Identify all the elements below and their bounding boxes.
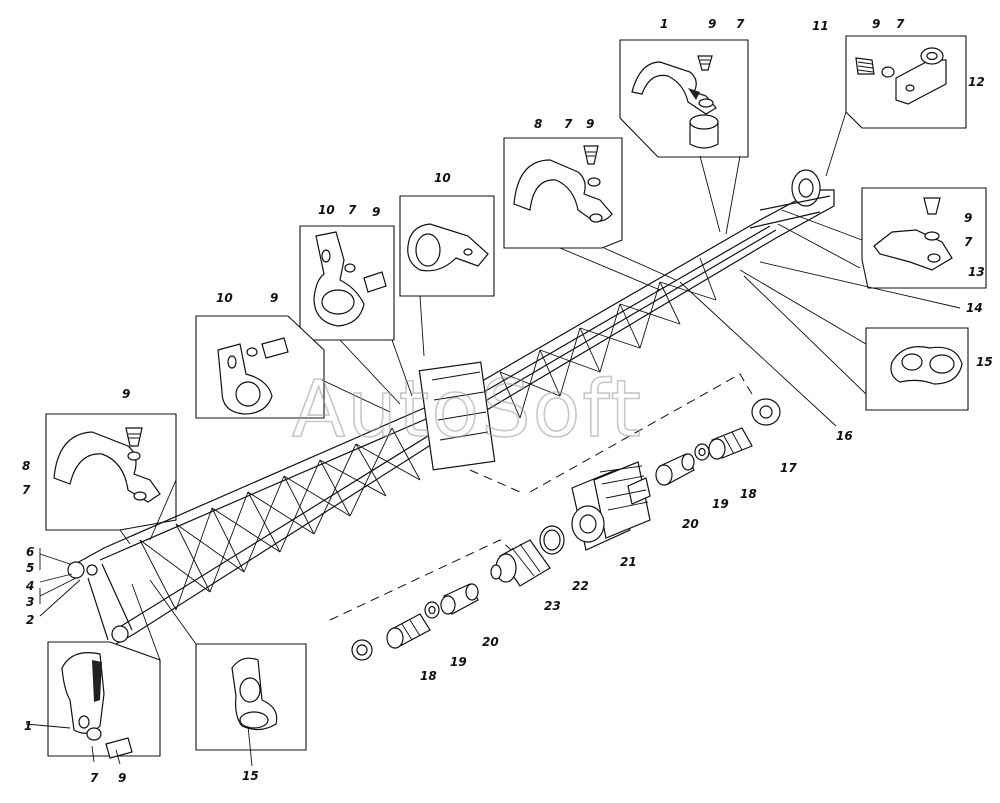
detail-box-clamp-8-left [45,413,177,531]
callout-7: 7 [736,17,745,31]
callout-18: 18 [420,669,437,683]
detail-box-clamp-8 [503,137,623,249]
callout-4: 4 [25,579,34,593]
nut-17 [751,398,781,426]
callout-9: 9 [586,117,594,131]
callout-12: 12 [968,75,985,89]
washer-19-left [424,601,440,619]
nut-left [351,639,373,661]
washer-19-right [694,443,710,461]
plug-20-left [440,583,479,615]
callout-5: 5 [26,561,34,575]
callout-16: 16 [836,429,853,443]
watermark: AutoSoft [292,365,643,455]
detail-box-top-right-bracket [845,35,967,129]
detail-box-clamp-10-top [399,195,495,297]
callout-8: 8 [534,117,542,131]
callout-7: 7 [348,203,357,217]
callout-2: 2 [26,613,34,627]
callout-10: 10 [216,291,233,305]
callout-17: 17 [780,461,797,475]
callout-9: 9 [872,17,880,31]
detail-box-clamp-10-left [195,315,325,419]
callout-18: 18 [740,487,757,501]
callout-10: 10 [318,203,335,217]
callout-14: 14 [966,301,983,315]
callout-3: 3 [26,595,34,609]
callout-7: 7 [964,235,973,249]
callout-10: 10 [434,171,451,185]
callout-23: 23 [544,599,561,613]
callout-15: 15 [242,769,259,783]
detail-box-clamp-15-right [865,327,969,411]
callout-7: 7 [564,117,573,131]
boom-truss [67,169,835,645]
callout-11: 11 [812,19,829,33]
callout-9: 9 [708,17,716,31]
callout-19: 19 [712,497,729,511]
callout-19: 19 [450,655,467,669]
callout-1: 1 [660,17,668,31]
callout-7: 7 [90,771,99,785]
callout-1: 1 [24,719,32,733]
callout-20: 20 [682,517,699,531]
callout-21: 21 [620,555,637,569]
callout-7: 7 [22,483,31,497]
callout-20: 20 [482,635,499,649]
callout-7: 7 [896,17,905,31]
plug-20-right [655,453,695,486]
callout-9: 9 [122,387,130,401]
callout-9: 9 [372,205,380,219]
sleeve-18-right [708,427,753,460]
detail-box-clamp-15-bottom [195,643,307,751]
sleeve-18-left [386,613,431,649]
detail-box-bracket-13 [861,187,987,289]
callout-15: 15 [976,355,993,369]
leader-lines [25,111,961,767]
callout-13: 13 [968,265,985,279]
socket-21 [571,461,651,551]
detail-box-clamp-10-mid [299,225,395,341]
detail-box-bracket-1-bottom-left [47,641,161,759]
callout-22: 22 [572,579,589,593]
connector-23 [490,539,551,587]
connector-assembly [329,373,781,661]
detail-box-top-center-clamp [619,39,749,158]
callout-9: 9 [270,291,278,305]
callout-8: 8 [22,459,30,473]
callout-9: 9 [118,771,126,785]
callout-9: 9 [964,211,972,225]
gasket-22 [539,525,565,555]
callout-labels: 1 9 7 11 9 7 12 8 7 9 10 10 7 9 10 9 9 7… [22,17,993,785]
callout-6: 6 [26,545,34,559]
